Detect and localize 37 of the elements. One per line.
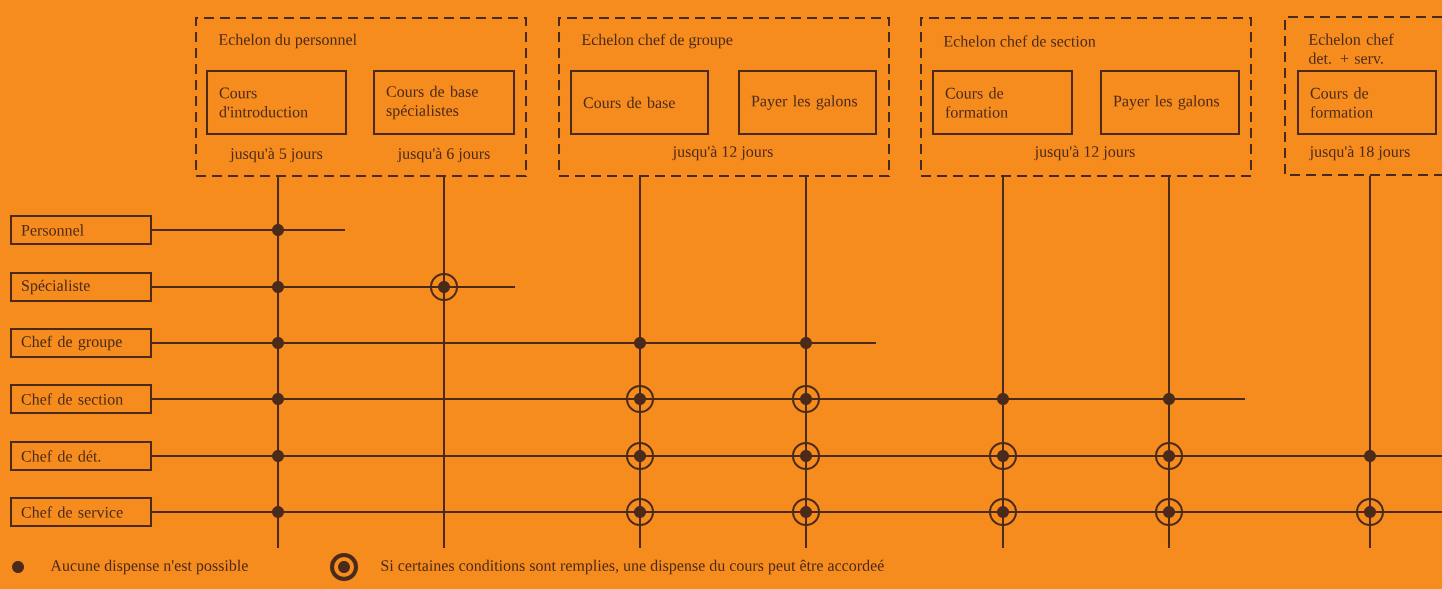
vertical-line [1369, 174, 1371, 549]
vertical-line [805, 176, 807, 549]
rank-box: Chef de groupe [10, 327, 152, 358]
vertical-line [443, 176, 445, 549]
rank-box: Chef de service [10, 497, 152, 527]
course-box: Cours de base [570, 70, 709, 135]
course-box: Cours de formation [932, 70, 1073, 135]
rank-box: Chef de dét. [10, 441, 152, 471]
rank-box: Spécialiste [10, 272, 152, 302]
course-box: Cours d'introduction [206, 70, 347, 135]
course-box: Payer les galons [1100, 70, 1240, 135]
horizontal-line [151, 286, 516, 288]
course-box: Payer les galons [738, 70, 877, 135]
course-box: Cours de base spécialistes [373, 70, 515, 135]
horizontal-line [151, 398, 1246, 400]
course-box: Cours de formation [1297, 70, 1437, 135]
rank-box: Chef de section [10, 384, 152, 414]
vertical-line [1168, 176, 1170, 549]
horizontal-line [151, 342, 877, 344]
horizontal-line [151, 455, 1442, 457]
legend-text: Aucune dispense n'est possible [50, 559, 248, 575]
rank-box: Personnel [10, 215, 152, 245]
duration-label: jusqu'à 6 jours [397, 147, 490, 163]
horizontal-line [151, 511, 1442, 513]
group-heading: Echelon chef det. + serv. [1308, 33, 1394, 64]
vertical-line [639, 176, 641, 549]
group-heading: Echelon chef de groupe [581, 33, 733, 49]
duration-label: jusqu'à 12 jours [672, 145, 773, 161]
vertical-line [1002, 176, 1004, 549]
group-heading: Echelon chef de section [943, 35, 1096, 47]
duration-label: jusqu'à 12 jours [1034, 145, 1135, 161]
duration-label: jusqu'à 5 jours [229, 147, 323, 163]
legend-text: Si certaines conditions sont remplies, une dispense du cours peut être accordeé [381, 559, 884, 575]
duration-label: jusqu'à 18 jours [1309, 145, 1410, 161]
horizontal-line [151, 229, 346, 231]
vertical-line [277, 176, 279, 549]
group-heading: Echelon du personnel [218, 33, 357, 49]
